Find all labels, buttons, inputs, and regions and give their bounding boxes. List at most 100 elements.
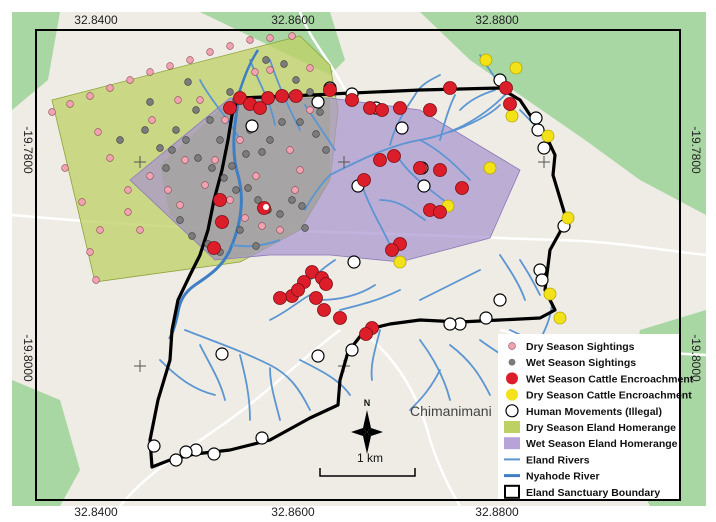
wet-season-cattle: [363, 101, 377, 115]
svg-text:N: N: [364, 398, 371, 408]
legend-item: Nyahode River: [504, 471, 600, 483]
legend-item: Wet Season Sightings: [508, 357, 636, 369]
human-movement: [535, 273, 549, 287]
dry-season-cattle: [505, 109, 519, 123]
legend-box: [498, 334, 680, 500]
wet-season-sighting: [168, 146, 176, 154]
wet-season-sighting: [228, 162, 236, 170]
scale-bar: 1 km: [319, 451, 416, 477]
wet-season-cattle: [305, 265, 319, 279]
dry-season-sighting: [86, 248, 94, 256]
wet-season-sighting: [306, 88, 314, 96]
wet-season-sighting: [258, 148, 266, 156]
dry-season-sighting: [78, 198, 86, 206]
wet-season-cattle: [319, 277, 333, 291]
human-movement: [479, 311, 493, 325]
left-lat-label: -19.8000: [21, 334, 35, 382]
human-movement: [311, 95, 325, 109]
wet-season-sighting: [298, 202, 306, 210]
map-area: Chimanimani N 1 km Dry Season SightingsW…: [11, 11, 707, 507]
legend-label: Eland Rivers: [526, 454, 590, 466]
dry-season-sighting: [106, 154, 114, 162]
wet-season-cattle: [261, 91, 275, 105]
wet-season-sighting: [184, 78, 192, 86]
dry-season-sighting: [86, 92, 94, 100]
dry-season-sighting: [94, 128, 102, 136]
nyahode-river: [168, 88, 243, 340]
wet-season-cattle: [433, 163, 447, 177]
wet-season-sighting: [292, 76, 300, 84]
wet-season-sighting: [288, 196, 296, 204]
dry-season-sighting: [306, 106, 314, 114]
dry-season-cattle: [509, 61, 523, 75]
dry-season-sighting: [92, 276, 100, 284]
wet-season-sighting: [146, 98, 154, 106]
legend-label: Dry Season Eland Homerange: [526, 422, 676, 434]
dry-season-sighting: [291, 186, 299, 194]
wet-season-cattle: [253, 101, 267, 115]
dry-season-sighting: [61, 164, 69, 172]
top-lon-label: 32.8800: [475, 13, 519, 27]
wet-season-sighting: [232, 186, 240, 194]
wet-season-sighting: [162, 164, 170, 172]
left-lat-label: -19.7800: [21, 126, 35, 174]
human-movement: [215, 347, 229, 361]
wet-season-cattle: [393, 101, 407, 115]
dry-season-sighting: [266, 66, 274, 74]
human-movement: [147, 439, 161, 453]
map-frame: [35, 29, 681, 501]
wet-season-sighting: [176, 216, 184, 224]
dry-season-sighting: [236, 136, 244, 144]
place-label: Chimanimani: [410, 403, 492, 419]
dry-season-sighting: [136, 226, 144, 234]
dry-season-sighting: [174, 96, 182, 104]
wet-season-cattle: [413, 161, 427, 175]
legend-item: Dry Season Eland Homerange: [504, 421, 676, 434]
human-movement: [207, 447, 221, 461]
wet-season-cattle: [291, 283, 305, 297]
boundary-swatch: [504, 484, 520, 499]
wet-season-cattle: [455, 181, 469, 195]
wet-season-sighting: [226, 88, 234, 96]
wet-season-cattle: [345, 93, 359, 107]
dry-season-sighting: [266, 34, 274, 42]
legend-item: Human Movements (Illegal): [505, 404, 662, 418]
legend-label: Wet Season Cattle Encroachment: [526, 373, 694, 385]
map-points: [48, 32, 575, 467]
wet-season-sighting: [220, 174, 228, 182]
right-lat-label: -19.8000: [689, 334, 703, 382]
dry-season-sighting: [306, 64, 314, 72]
dry-season-sighting: [146, 172, 154, 180]
human-movement: [345, 343, 359, 357]
dry-season-sighting: [286, 146, 294, 154]
dry-season-sighting: [96, 226, 104, 234]
wet-season-cattle: [309, 291, 323, 305]
dry-season-sighting: [258, 222, 266, 230]
wet-season-sighting: [316, 108, 324, 116]
human-movement: [531, 123, 545, 137]
dry-season-cattle: [479, 53, 493, 67]
dry-season-cattle: [543, 287, 557, 301]
dry-season-sighting: [126, 76, 134, 84]
wet-cattle-swatch: [506, 372, 518, 385]
human-movement: [179, 445, 193, 459]
dry-season-cattle: [393, 255, 407, 269]
wet-season-cattle: [207, 241, 221, 255]
dry-season-sighting: [181, 156, 189, 164]
dry-season-sighting: [226, 42, 234, 50]
wet-season-sighting: [194, 154, 202, 162]
legend-item: Eland Sanctuary Boundary: [504, 484, 660, 499]
wet-season-cattle: [359, 327, 373, 341]
wet-season-sighting: [206, 116, 214, 124]
dry-sighting-swatch: [508, 342, 516, 350]
top-lon-label: 32.8600: [271, 13, 315, 27]
svg-text:1 km: 1 km: [357, 451, 383, 465]
right-lat-label: -19.7800: [689, 126, 703, 174]
dry-cattle-swatch: [506, 388, 518, 401]
wet-season-sighting: [244, 184, 252, 192]
legend-label: Wet Season Eland Homerange: [526, 438, 678, 450]
bottom-lon-label: 32.8400: [74, 505, 118, 519]
dry-season-sighting: [288, 32, 296, 40]
dry-season-sighting: [124, 208, 132, 216]
